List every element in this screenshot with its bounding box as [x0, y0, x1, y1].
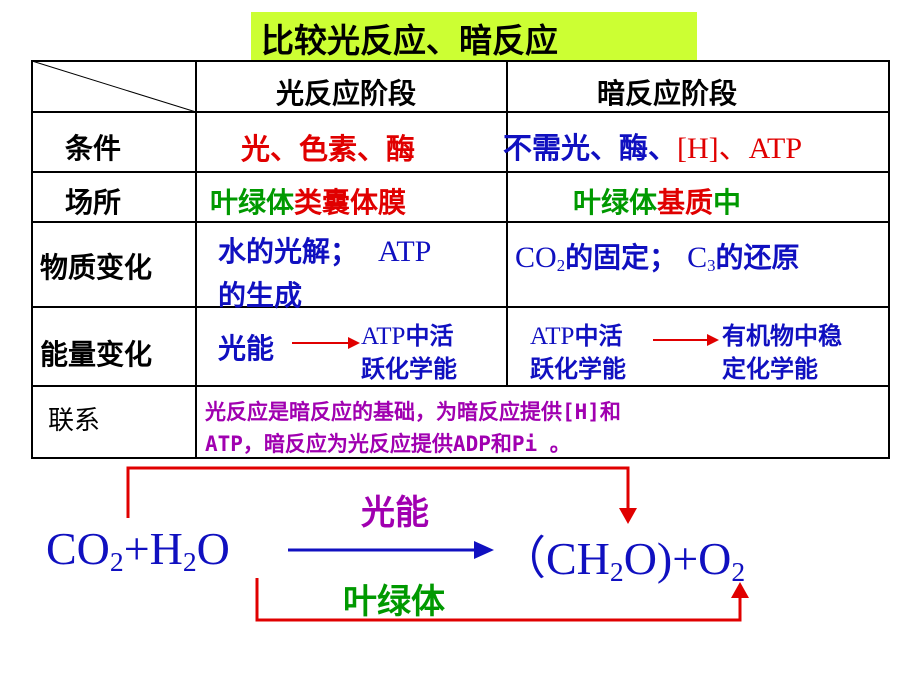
dark-material-reduction: 的还原 [715, 241, 800, 274]
condition-chloroplast: 叶绿体 [343, 582, 445, 622]
product-ch: （CH [500, 533, 610, 584]
reactant-o: O [196, 523, 230, 574]
row-label-energy: 能量变化 [40, 338, 153, 371]
water-photolysis: 水的光解； [218, 235, 359, 268]
dark-location-in: 中 [713, 186, 742, 219]
dark-conditions: 不需光、酶、[H]、ATP [503, 123, 802, 167]
dark-energy-atp: ATP [530, 323, 575, 350]
dark-energy-arrow [653, 334, 719, 346]
reactant-co: CO [46, 523, 110, 574]
dark-material: CO2的固定； C3的还原 [515, 236, 800, 276]
reactants: CO2+H2O [46, 522, 230, 578]
dark-energy-active: 中活 [574, 322, 623, 350]
light-energy-to-line2: 跃化学能 [361, 355, 457, 383]
dark-location: 叶绿体基质中 [573, 181, 741, 221]
light-location: 叶绿体类囊体膜 [210, 181, 406, 221]
dark-conditions-h-atp: [H]、ATP [677, 132, 803, 165]
reactant-sub-2b: 2 [182, 545, 197, 577]
light-location-thylakoid: 类囊体膜 [294, 186, 407, 219]
relation-line1: 光反应是暗反应的基础，为暗反应提供[H]和 [205, 400, 621, 424]
relation-line2: ATP，暗反应为光反应提供ADP和Pi 。 [205, 432, 571, 456]
dark-energy-to-line1: 有机物中稳 [722, 322, 842, 350]
product-sub-2c: 2 [609, 555, 624, 587]
header-light-stage: 光反应阶段 [276, 77, 417, 110]
page-title: 比较光反应、暗反应 [261, 21, 558, 60]
dark-material-sub-2: 2 [556, 256, 566, 276]
light-material-line1: 水的光解； ATP [218, 230, 431, 270]
light-material-atp: ATP [378, 235, 432, 268]
light-energy-to-line1: ATP中活 [361, 316, 453, 351]
light-location-chloroplast: 叶绿体 [210, 186, 295, 219]
dark-location-chloroplast: 叶绿体 [573, 186, 658, 219]
reactant-sub-2a: 2 [109, 545, 124, 577]
dark-material-fixation: 的固定； [565, 241, 678, 274]
dark-conditions-text: 不需光、酶、 [503, 131, 678, 165]
dark-material-sub-3: 3 [707, 256, 716, 276]
light-energy-atp: ATP [361, 323, 406, 350]
light-energy-from: 光能 [218, 332, 275, 365]
light-conditions: 光、色素、酶 [241, 132, 416, 166]
dark-energy-from-line2: 跃化学能 [530, 355, 626, 383]
header-dark-stage: 暗反应阶段 [597, 77, 738, 110]
title-banner: 比较光反应、暗反应 [251, 12, 697, 62]
reactant-h: +H [123, 523, 183, 574]
product-o-plus-o: O)+O [623, 533, 732, 584]
products: （CH2O)+O2 [500, 522, 745, 588]
dark-energy-from-line1: ATP中活 [530, 316, 622, 351]
dark-energy-to-line2: 定化学能 [722, 355, 818, 383]
row-label-material: 物质变化 [40, 251, 153, 284]
light-material-line2: 的生成 [218, 279, 303, 312]
dark-location-stroma: 基质 [657, 186, 714, 219]
row-label-location: 场所 [65, 186, 122, 219]
condition-light-energy: 光能 [361, 493, 429, 533]
reaction-arrow [288, 541, 494, 559]
dark-material-c: C [687, 241, 708, 274]
product-sub-2d: 2 [731, 555, 746, 587]
light-energy-arrow [292, 337, 360, 349]
row-label-relation: 联系 [48, 406, 101, 436]
row-label-conditions: 条件 [65, 132, 122, 165]
light-energy-active: 中活 [405, 322, 454, 350]
dark-material-co: CO [515, 241, 557, 274]
